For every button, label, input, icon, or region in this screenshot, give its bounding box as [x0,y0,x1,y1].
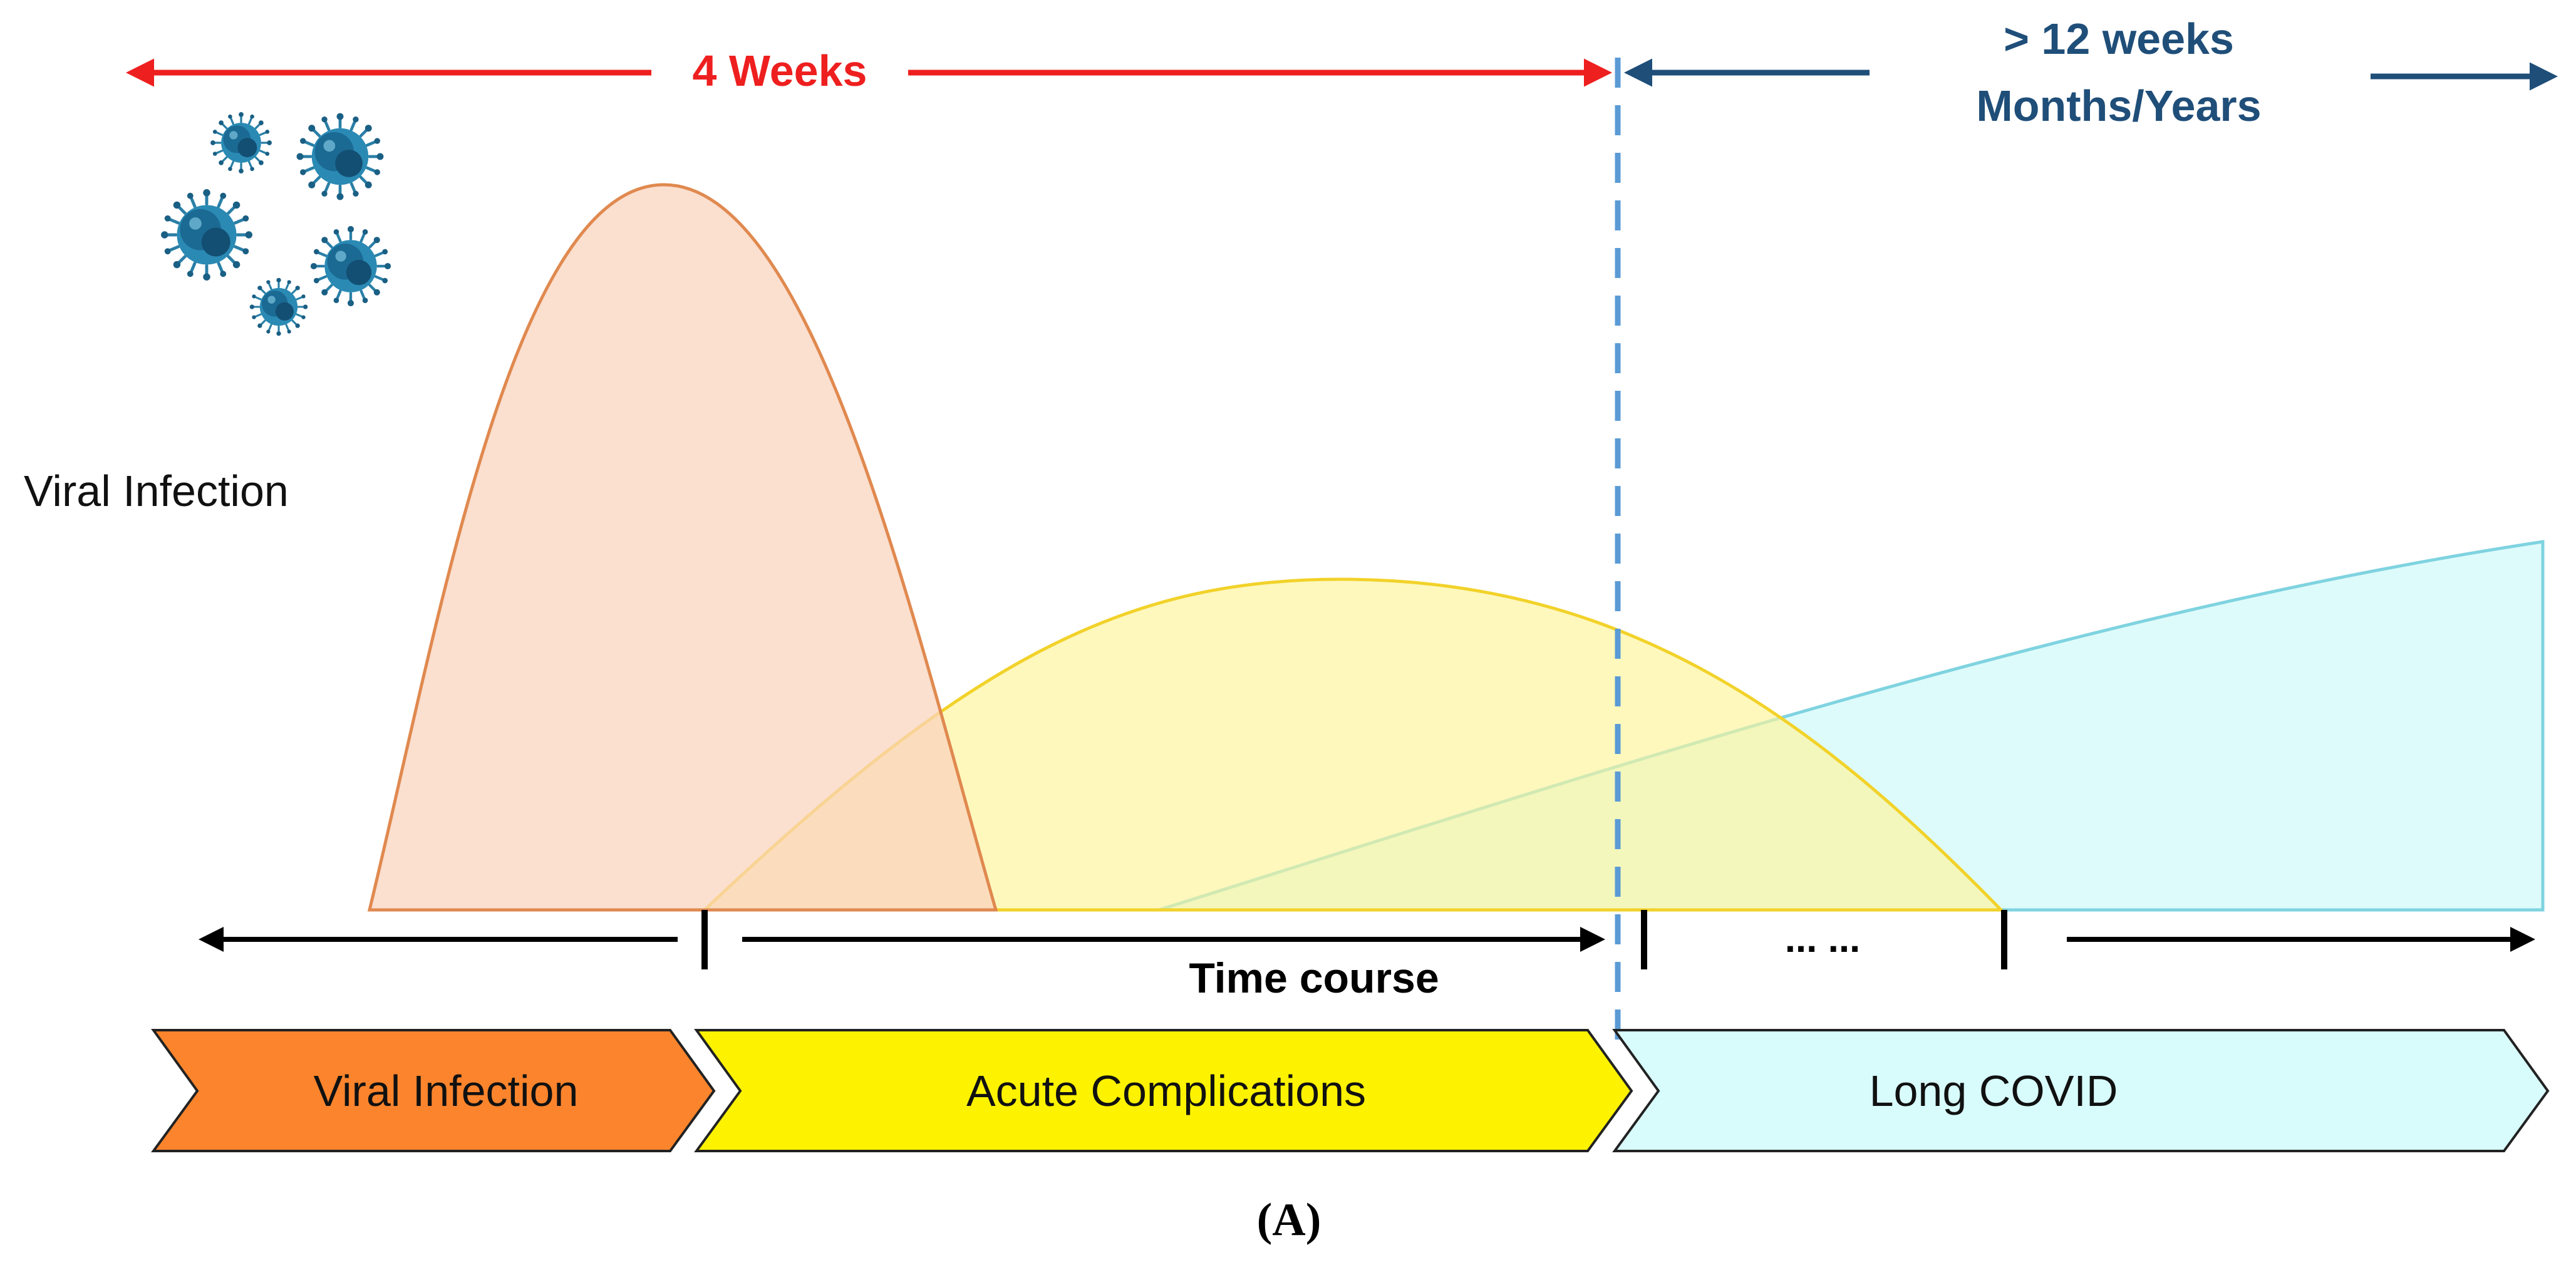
virus-icon [161,111,391,337]
time-axis-ellipsis: ... ... [1785,917,1861,961]
phase-acute-complications-label: Acute Complications [966,1066,1366,1115]
viral-infection-curve [367,183,998,912]
phase-long-covid-chevron [1612,1029,2550,1152]
four-weeks-label: 4 Weeks [693,46,867,95]
phase-viral-infection-label: Viral Infection [314,1066,579,1115]
viral-infection-side-label: Viral Infection [24,467,289,515]
twelve-weeks-label: > 12 weeks [2004,14,2234,63]
phase-long-covid-label: Long COVID [1870,1066,2118,1115]
panel-label: (A) [1257,1194,1322,1246]
phase-acute-complications-chevron [694,1029,1633,1152]
months-years-label: Months/Years [1976,81,2261,130]
time-course-label: Time course [1189,954,1439,1002]
phase-viral-infection-chevron [151,1029,716,1152]
